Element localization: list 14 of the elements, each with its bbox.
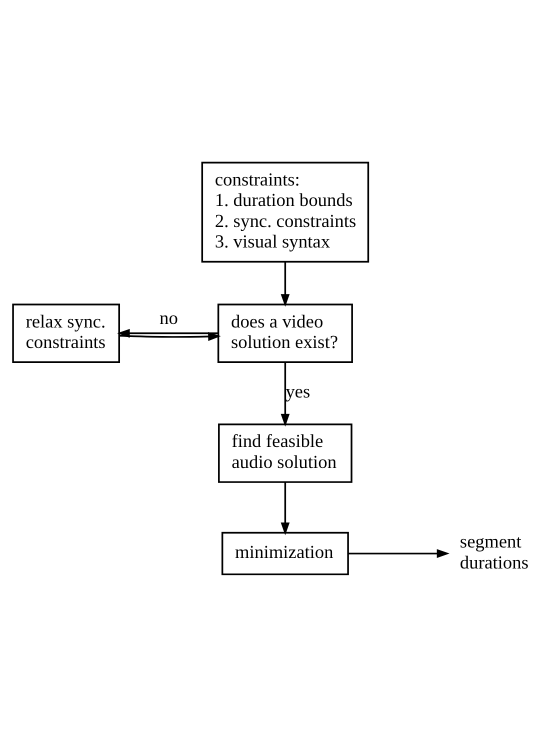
- arrow: [280, 262, 290, 306]
- arrow: [280, 482, 290, 535]
- edge-label: yes: [286, 381, 310, 402]
- arrow: [117, 328, 218, 338]
- node-box: does a video solution exist?: [217, 303, 353, 362]
- arrow: [280, 362, 290, 426]
- node-box: minimization: [221, 531, 349, 575]
- node-box: relax sync. constraints: [12, 303, 120, 362]
- node-text: segment durations: [460, 531, 529, 572]
- edge-label: no: [160, 307, 178, 328]
- node-box: constraints: 1. duration bounds 2. sync. constraints 3. visual syntax: [201, 161, 370, 262]
- node-box: find feasible audio solution: [218, 423, 352, 482]
- arrow: [119, 332, 221, 340]
- arrow: [348, 548, 450, 558]
